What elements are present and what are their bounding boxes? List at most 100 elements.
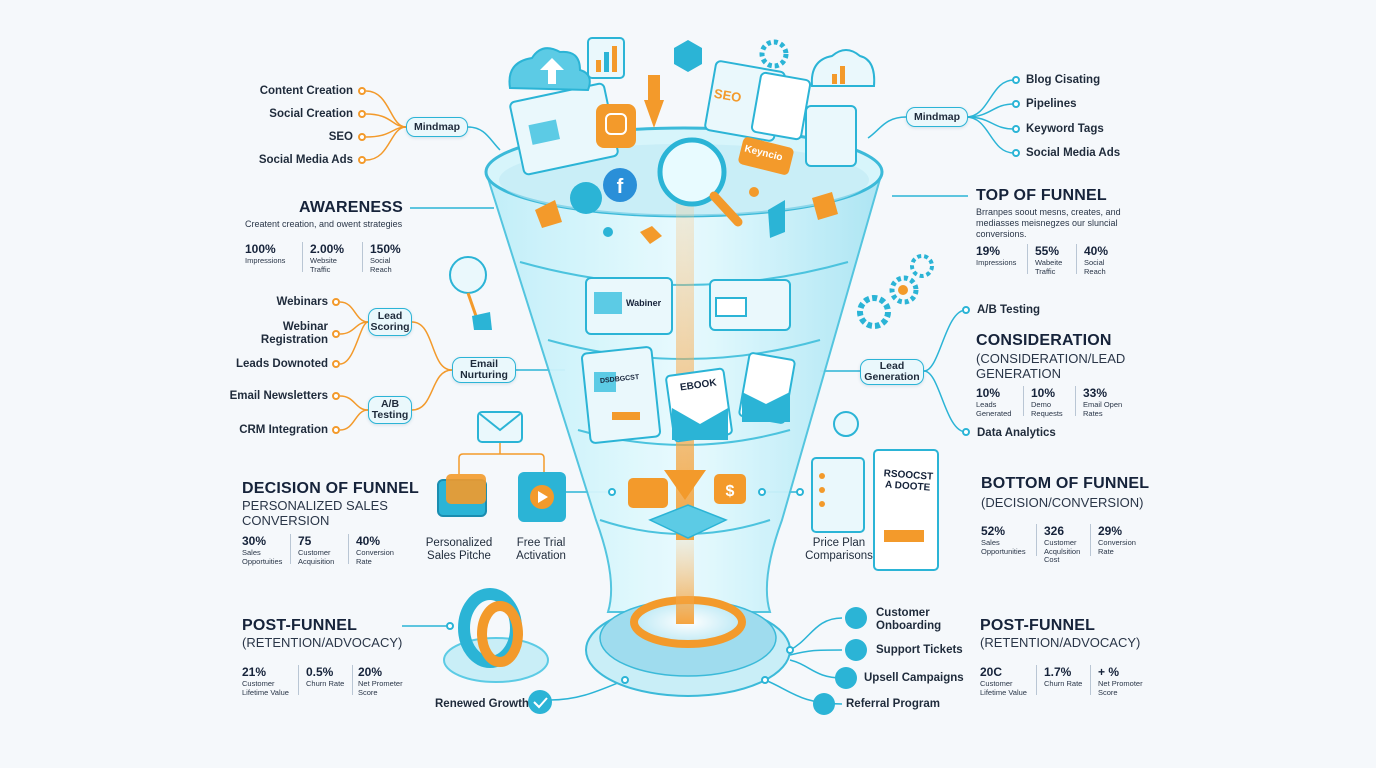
awareness-metric-3: 150%Social Reach bbox=[370, 242, 401, 274]
mindmap-node-left: Mindmap bbox=[406, 117, 468, 137]
right-leaf-pipelines: Pipelines bbox=[1026, 98, 1077, 110]
metric-separator bbox=[298, 665, 299, 695]
post-right-metric-3: + %Net Promoter Score bbox=[1098, 665, 1143, 697]
consideration-ab-testing: A/B Testing bbox=[977, 304, 1041, 316]
connector-dot bbox=[761, 676, 769, 684]
decision-metric-1: 30%Sales Opportuities bbox=[242, 534, 283, 566]
decision-metric-3: 40%Conversion Rate bbox=[356, 534, 394, 566]
right-leaf-social-media-ads: Social Media Ads bbox=[1026, 147, 1121, 159]
email-nurturing-node: Email Nurturing bbox=[452, 357, 516, 383]
lead-generation-node: Lead Generation bbox=[860, 359, 924, 385]
post-left-metric-3: 20%Net Prometer Score bbox=[358, 665, 403, 697]
metric-separator bbox=[1075, 386, 1076, 416]
renewed-growth-label: Renewed Growth bbox=[435, 698, 529, 710]
bottom-funnel-metric-3: 29%Conversion Rate bbox=[1098, 524, 1136, 556]
top-funnel-metric-2: 55%Wabeite Traffic bbox=[1035, 244, 1063, 276]
connector-dot bbox=[1012, 100, 1020, 108]
bottom-funnel-subtitle: (DECISION/CONVERSION) bbox=[981, 495, 1144, 510]
top-funnel-title: TOP OF FUNNEL bbox=[976, 187, 1107, 204]
connector-dot bbox=[758, 488, 766, 496]
connector-dot bbox=[962, 428, 970, 436]
connector-dot bbox=[1012, 76, 1020, 84]
connector-dot bbox=[332, 330, 340, 338]
svg-text:f: f bbox=[617, 176, 624, 198]
lead-scoring-node: Lead Scoring bbox=[368, 308, 412, 336]
personalized-sales-label: Personalized Sales Pitche bbox=[425, 537, 493, 562]
connector-dot bbox=[332, 392, 340, 400]
left-leaf-social-creation: Social Creation bbox=[269, 108, 353, 120]
post-right-upsell-campaigns: Upsell Campaigns bbox=[864, 672, 964, 684]
right-leaf-keyword-tags: Keyword Tags bbox=[1026, 123, 1104, 135]
connector-dot bbox=[962, 306, 970, 314]
bottom-funnel-title: BOTTOM OF FUNNEL bbox=[981, 475, 1150, 492]
right-leaf-blog: Blog Cisating bbox=[1026, 74, 1101, 86]
left-leaf-email-newsletters: Email Newsletters bbox=[229, 390, 328, 402]
consideration-metric-2: 10%Demo Requests bbox=[1031, 386, 1063, 418]
price-plan-label: Price Plan Comparisons bbox=[805, 537, 873, 562]
consideration-subtitle: (CONSIDERATION/LEAD GENERATION bbox=[976, 351, 1126, 381]
free-trial-label: Free Trial Activation bbox=[516, 537, 566, 562]
connector-dot bbox=[1012, 149, 1020, 157]
metric-separator bbox=[1076, 244, 1077, 274]
left-leaf-webinars: Webinars bbox=[276, 296, 328, 308]
bottom-funnel-metric-1: 52%Sales Opportunities bbox=[981, 524, 1026, 556]
metric-separator bbox=[1023, 386, 1024, 416]
left-leaf-crm-integration: CRM Integration bbox=[239, 424, 328, 436]
consideration-data-analytics: Data Analytics bbox=[977, 427, 1056, 439]
left-leaf-content-creation: Content Creation bbox=[259, 85, 353, 97]
metric-separator bbox=[348, 534, 349, 564]
post-right-subtitle: (RETENTION/ADVOCACY) bbox=[980, 635, 1141, 650]
awareness-metric-2: 2.00%Website Traffic bbox=[310, 242, 345, 274]
connector-dot bbox=[358, 156, 366, 164]
post-left-subtitle: (RETENTION/ADVOCACY) bbox=[242, 635, 403, 650]
post-right-support-tickets: Support Tickets bbox=[876, 644, 963, 656]
top-funnel-desc: Brranpes soout mesns, creates, and media… bbox=[976, 207, 1121, 239]
connector-dot bbox=[358, 110, 366, 118]
left-leaf-webinar-registration: Webinar Registration bbox=[260, 321, 328, 346]
post-right-referral-program: Referral Program bbox=[846, 698, 940, 710]
decision-subtitle: PERSONALIZED SALES CONVERSION bbox=[242, 498, 388, 528]
left-leaf-seo: SEO bbox=[328, 131, 353, 143]
connector-dot bbox=[446, 622, 454, 630]
connector-dot bbox=[332, 360, 340, 368]
connector-dot bbox=[608, 488, 616, 496]
metric-separator bbox=[290, 534, 291, 564]
connector-dot bbox=[332, 426, 340, 434]
webinar-card-text: Wabiner bbox=[626, 298, 662, 308]
metric-separator bbox=[302, 242, 303, 272]
awareness-metric-1: 100%Impressions bbox=[245, 242, 286, 265]
mindmap-node-right: Mindmap bbox=[906, 107, 968, 127]
connector-dot bbox=[796, 488, 804, 496]
post-left-metric-1: 21%Customer Lifetime Value bbox=[242, 665, 289, 697]
metric-separator bbox=[1027, 244, 1028, 274]
left-leaf-social-media-ads: Social Media Ads bbox=[258, 154, 353, 166]
post-left-title: POST-FUNNEL bbox=[242, 617, 358, 634]
connector-dot bbox=[358, 87, 366, 95]
connector-dot bbox=[786, 646, 794, 654]
metric-separator bbox=[1036, 665, 1037, 695]
top-funnel-metric-1: 19%Impressions bbox=[976, 244, 1017, 267]
decision-title: DECISION OF FUNNEL bbox=[242, 480, 419, 497]
left-leaf-leads-downoted: Leads Downoted bbox=[235, 358, 328, 370]
quote-doc-text: RSOOCST A DOOTE bbox=[883, 468, 934, 494]
ab-testing-node-left: A/B Testing bbox=[368, 396, 412, 424]
consideration-title: CONSIDERATION bbox=[976, 332, 1112, 349]
connector-dot bbox=[1012, 125, 1020, 133]
post-right-metric-2: 1.7%Churn Rate bbox=[1044, 665, 1083, 688]
awareness-desc: Creatent creation, and owent strategies bbox=[245, 219, 403, 229]
metric-separator bbox=[352, 665, 353, 695]
post-right-title: POST-FUNNEL bbox=[980, 617, 1096, 634]
connector-dot bbox=[358, 133, 366, 141]
svg-text:$: $ bbox=[726, 483, 735, 500]
connector-dot bbox=[332, 298, 340, 306]
metric-separator bbox=[1036, 524, 1037, 556]
metric-separator bbox=[1090, 524, 1091, 556]
consideration-metric-1: 10%Leads Generated bbox=[976, 386, 1012, 418]
metric-separator bbox=[1090, 665, 1091, 695]
post-right-customer-onboarding: Customer Onboarding bbox=[876, 607, 942, 632]
